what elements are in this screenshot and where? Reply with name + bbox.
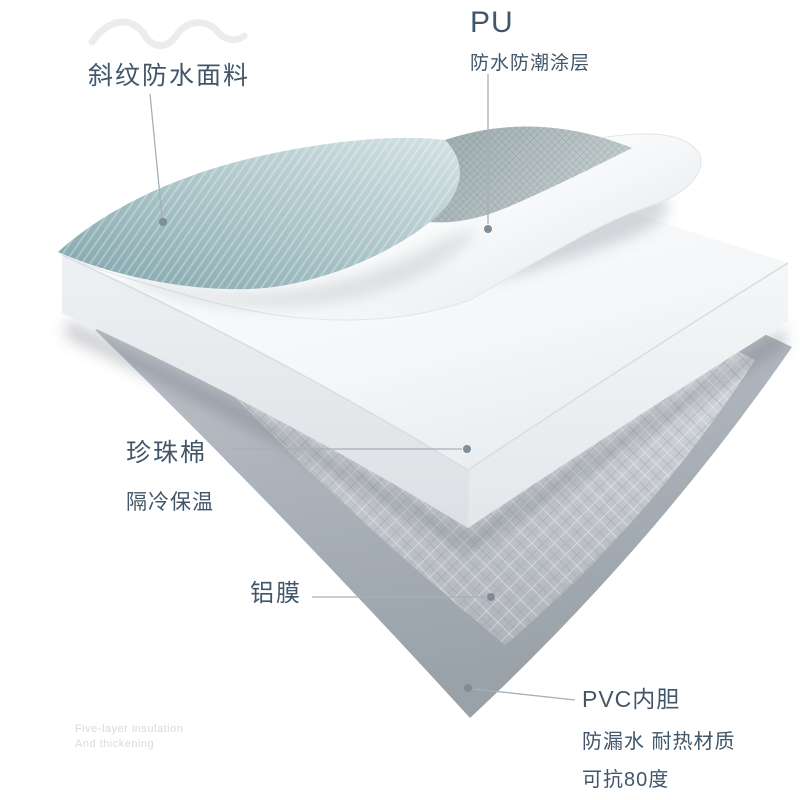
footer-watermark-line2: And thickening: [75, 738, 155, 750]
fabric-label-text: 斜纹防水面料: [88, 62, 251, 90]
pvc-label-line3: 可抗80度: [582, 769, 670, 791]
fabric-leader-line: [149, 93, 163, 218]
footer-watermark-line1: Five-layer insulation: [75, 723, 184, 735]
leader-dots: [159, 218, 495, 692]
fabric-shadow: [120, 229, 475, 310]
fabric-leader-dot: [159, 218, 167, 226]
footer-watermark: Five-layer insulation And thickening: [75, 722, 183, 752]
pu-label-subtitle: 防水防潮涂层: [470, 53, 591, 74]
foam-leader-dot: [463, 445, 471, 453]
aluminum-label-text: 铝膜: [250, 580, 302, 607]
label-pvc: PVC内胆 防漏水 耐热材质 可抗80度: [582, 680, 736, 792]
label-aluminum: 铝膜: [250, 573, 302, 608]
pvc-leader-line: [473, 688, 576, 701]
label-pu: PU 防水防潮涂层: [470, 6, 590, 75]
aluminum-leader-dot: [487, 593, 495, 601]
foam-label-title: 珍珠棉: [126, 439, 208, 467]
pvc-label-line2: 防漏水 耐热材质: [582, 731, 736, 753]
fabric-layer: [58, 126, 632, 290]
pu-leader-dot: [484, 225, 492, 233]
brand-watermark-scribble: [88, 18, 248, 49]
label-foam: 珍珠棉 隔冷保温: [126, 433, 214, 516]
label-fabric: 斜纹防水面料: [88, 56, 250, 92]
pvc-leader-dot: [464, 684, 472, 692]
pvc-label-title: PVC内胆: [582, 686, 681, 712]
leader-lines: [149, 74, 576, 701]
foam-label-subtitle: 隔冷保温: [126, 491, 214, 514]
pu-label-title: PU: [470, 6, 514, 39]
foam-shadow: [66, 318, 786, 554]
